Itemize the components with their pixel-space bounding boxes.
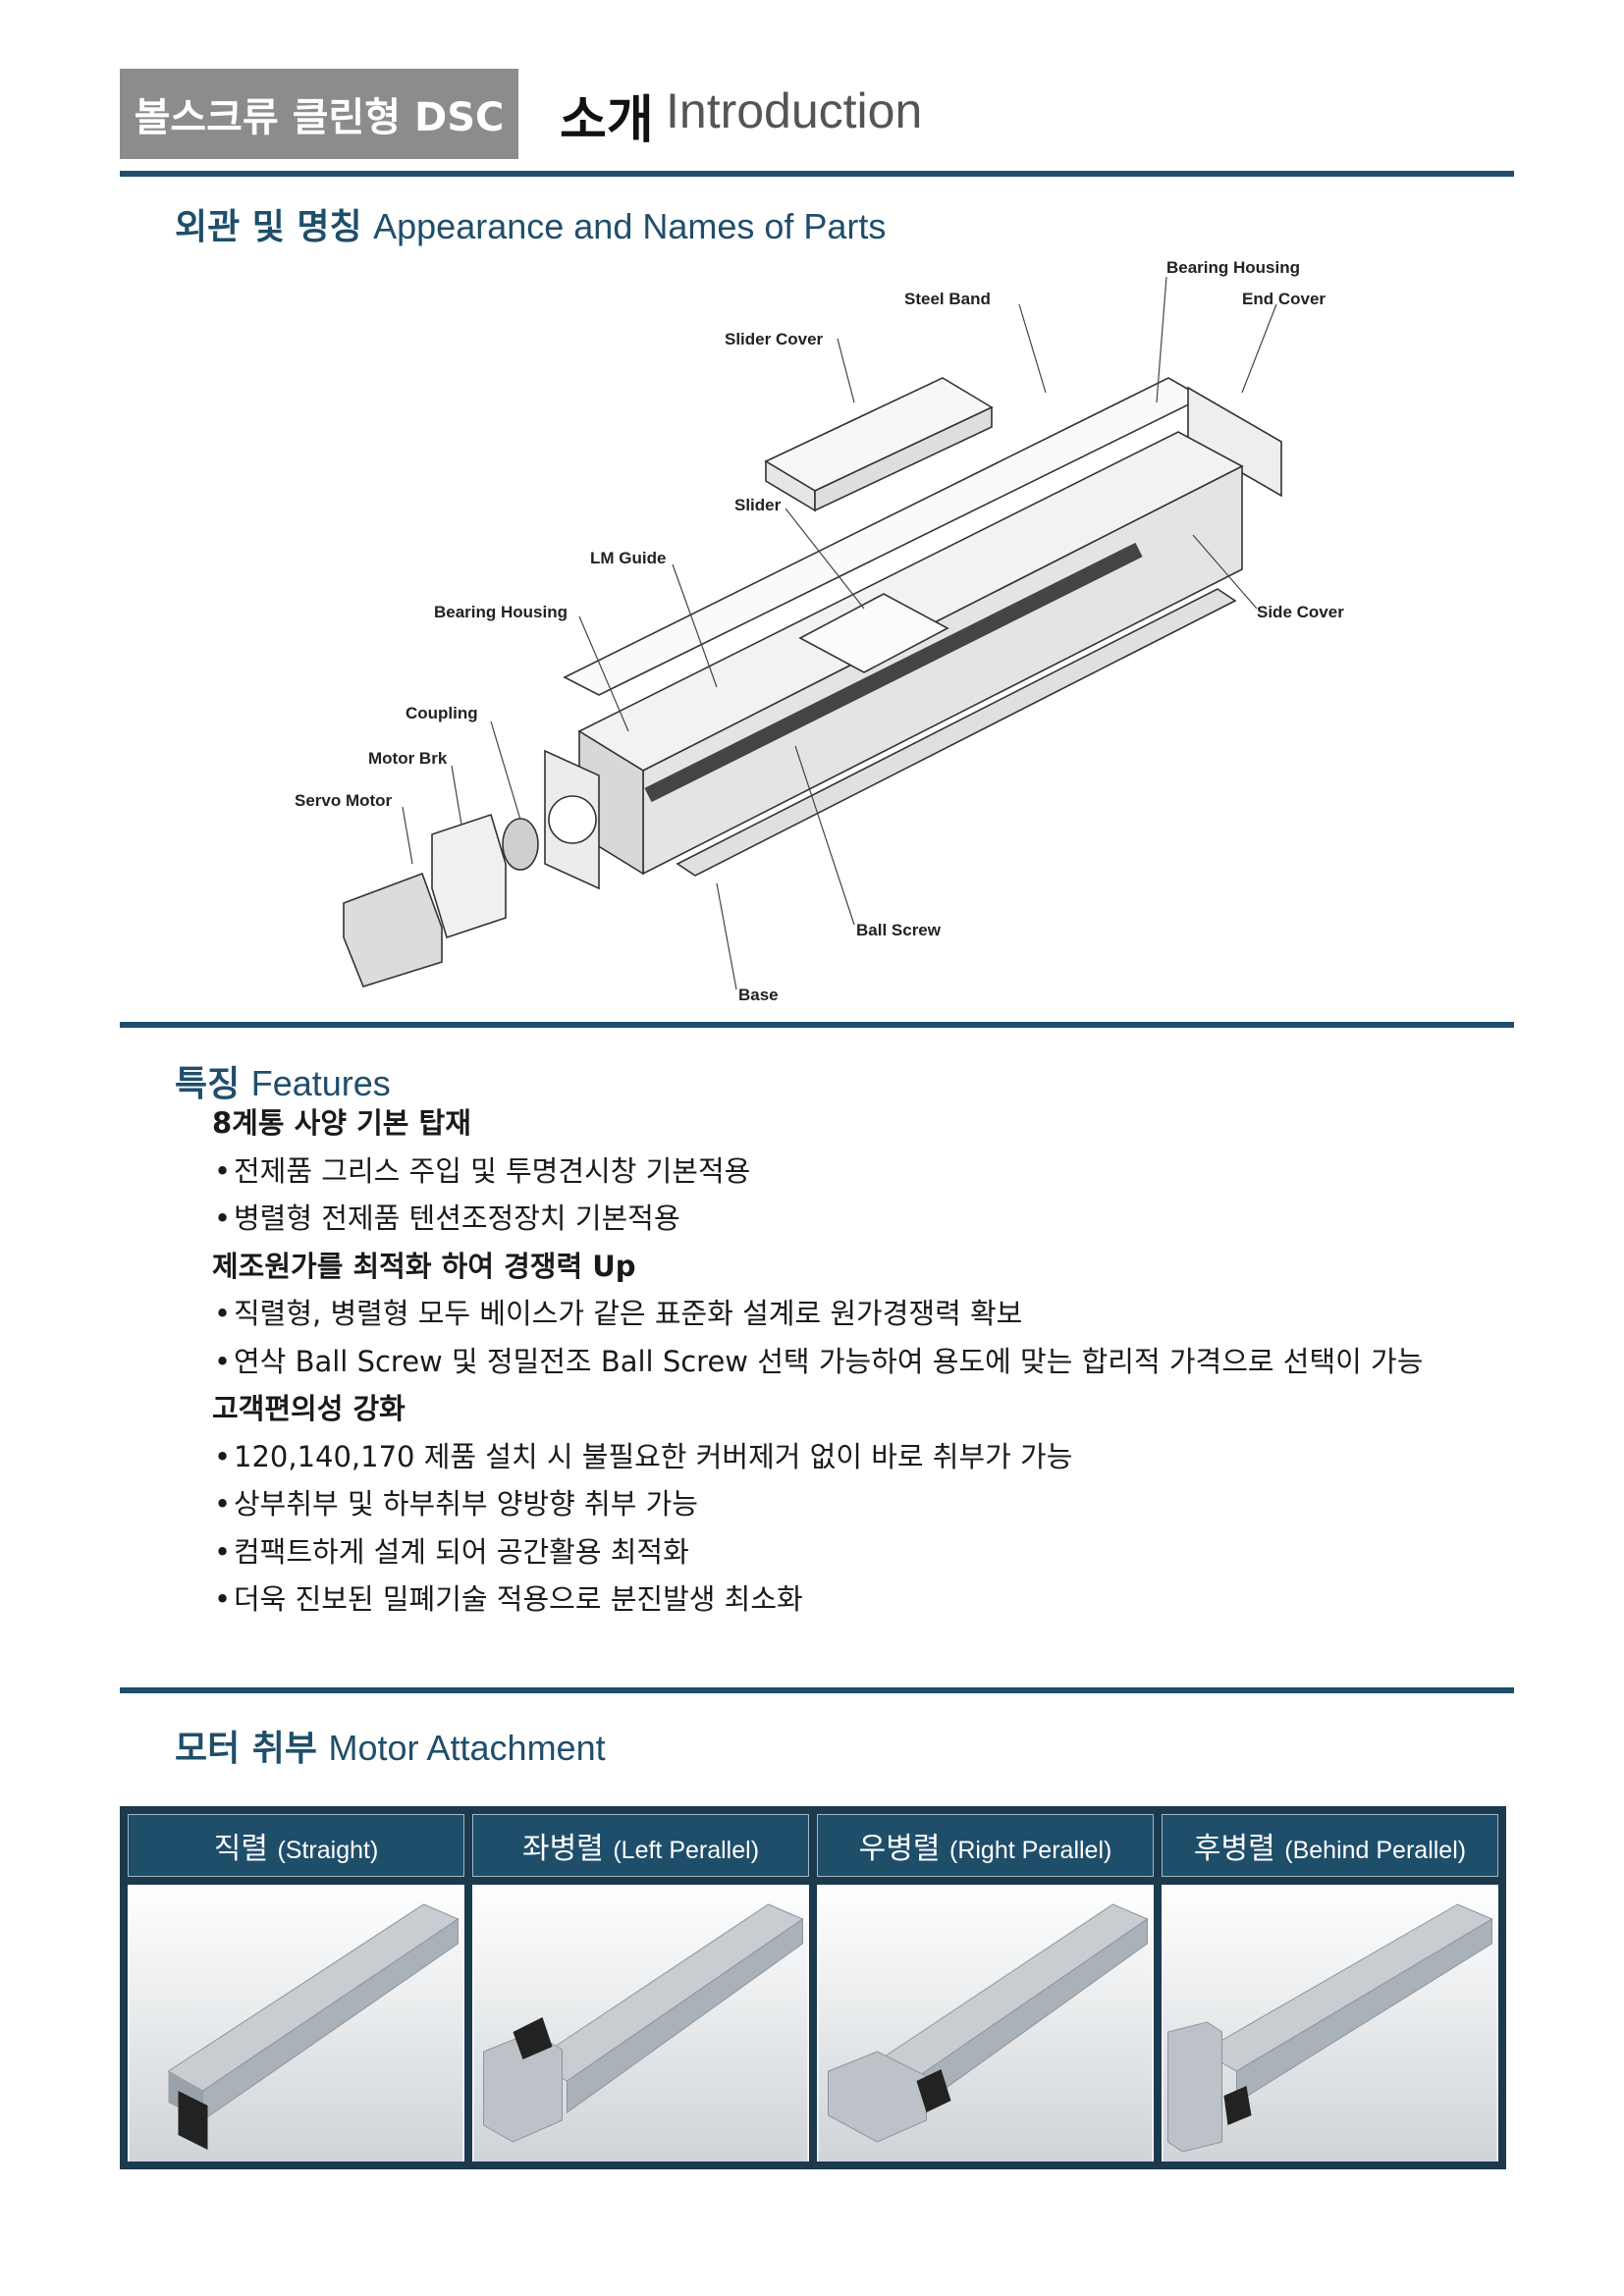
label-end-cover: End Cover	[1242, 290, 1326, 308]
motor-image-behind-parallel	[1162, 1885, 1498, 2162]
appearance-heading: 외관 및 명칭 Appearance and Names of Parts	[175, 198, 886, 249]
appearance-heading-en: Appearance and Names of Parts	[373, 206, 887, 246]
feature-group-title: 8계통 사양 기본 탑재	[212, 1106, 471, 1140]
label-motor-brk: Motor Brk	[368, 749, 448, 768]
product-tag: 볼스크류 클린형 DSC	[120, 69, 518, 159]
label-steel-band: Steel Band	[904, 290, 991, 308]
motor-col-behind-parallel: 후병렬 (Behind Perallel)	[1162, 1814, 1498, 1877]
motor-heading: 모터 취부 Motor Attachment	[175, 1720, 606, 1771]
feature-item: •연삭 Ball Screw 및 정밀전조 Ball Screw 선택 가능하여…	[214, 1344, 1424, 1378]
side-cover-shape	[676, 588, 1237, 877]
motor-image-straight	[128, 1885, 464, 2162]
label-slider: Slider	[734, 496, 782, 514]
motor-image-left-parallel	[472, 1885, 809, 2162]
page-title-en: Introduction	[666, 83, 923, 138]
appearance-heading-ko: 외관 및 명칭	[175, 207, 362, 247]
feature-item: •상부취부 및 하부취부 양방향 취부 가능	[214, 1487, 698, 1521]
motor-attachment-table: 직렬 (Straight) 좌병렬 (Left Perallel) 우병렬 (R…	[120, 1806, 1506, 2169]
feature-item: •병렬형 전제품 텐션조정장치 기본적용	[214, 1201, 680, 1235]
motor-heading-ko: 모터 취부	[175, 1729, 318, 1769]
features-heading: 특징 Features	[175, 1055, 391, 1106]
label-slider-cover: Slider Cover	[725, 330, 824, 348]
coupling-shape	[502, 818, 539, 871]
label-side-cover: Side Cover	[1257, 603, 1344, 621]
label-bearing-housing-top: Bearing Housing	[1166, 258, 1300, 277]
end-cover-shape	[1187, 386, 1282, 498]
motor-col-right-parallel: 우병렬 (Right Perallel)	[817, 1814, 1154, 1877]
features-divider	[120, 1687, 1514, 1693]
motor-col-left-parallel: 좌병렬 (Left Perallel)	[472, 1814, 809, 1877]
feature-item: •전제품 그리스 주입 및 투명견시창 기본적용	[214, 1153, 751, 1188]
feature-item: •더욱 진보된 밀폐기술 적용으로 분진발생 최소화	[214, 1582, 803, 1616]
ball-screw-shape	[644, 542, 1143, 803]
feature-item: •직렬형, 병렬형 모두 베이스가 같은 표준화 설계로 원가경쟁력 확보	[214, 1297, 1023, 1330]
label-coupling: Coupling	[406, 704, 478, 722]
feature-group-title: 제조원가를 최적화 하여 경쟁력 Up	[212, 1249, 636, 1283]
motor-image-right-parallel	[817, 1885, 1154, 2162]
motor-bracket-shape	[431, 813, 507, 939]
label-base: Base	[738, 986, 779, 1004]
servo-motor-shape	[343, 872, 443, 988]
feature-item: •120,140,170 제품 설치 시 불필요한 커버제거 없이 바로 취부가…	[214, 1439, 1073, 1473]
appearance-divider	[120, 1022, 1514, 1028]
features-list: 8계통 사양 기본 탑재 •전제품 그리스 주입 및 투명견시창 기본적용 •병…	[208, 1099, 1563, 1624]
page-title-ko: 소개	[560, 91, 654, 150]
label-ball-screw: Ball Screw	[856, 921, 942, 939]
label-servo-motor: Servo Motor	[295, 791, 393, 810]
feature-item: •컴팩트하게 설계 되어 공간활용 최적화	[214, 1534, 689, 1569]
header-divider	[120, 171, 1514, 177]
motor-col-straight: 직렬 (Straight)	[128, 1814, 464, 1877]
exploded-parts-diagram: Bearing Housing Steel Band End Cover Sli…	[295, 258, 1344, 1004]
label-bearing-housing: Bearing Housing	[434, 603, 568, 621]
features-heading-en: Features	[250, 1063, 391, 1103]
motor-heading-en: Motor Attachment	[328, 1728, 606, 1768]
features-heading-ko: 특징	[175, 1064, 241, 1104]
label-lm-guide: LM Guide	[590, 549, 666, 567]
slider-shape	[798, 593, 949, 673]
feature-group-title: 고객편의성 강화	[212, 1392, 406, 1425]
